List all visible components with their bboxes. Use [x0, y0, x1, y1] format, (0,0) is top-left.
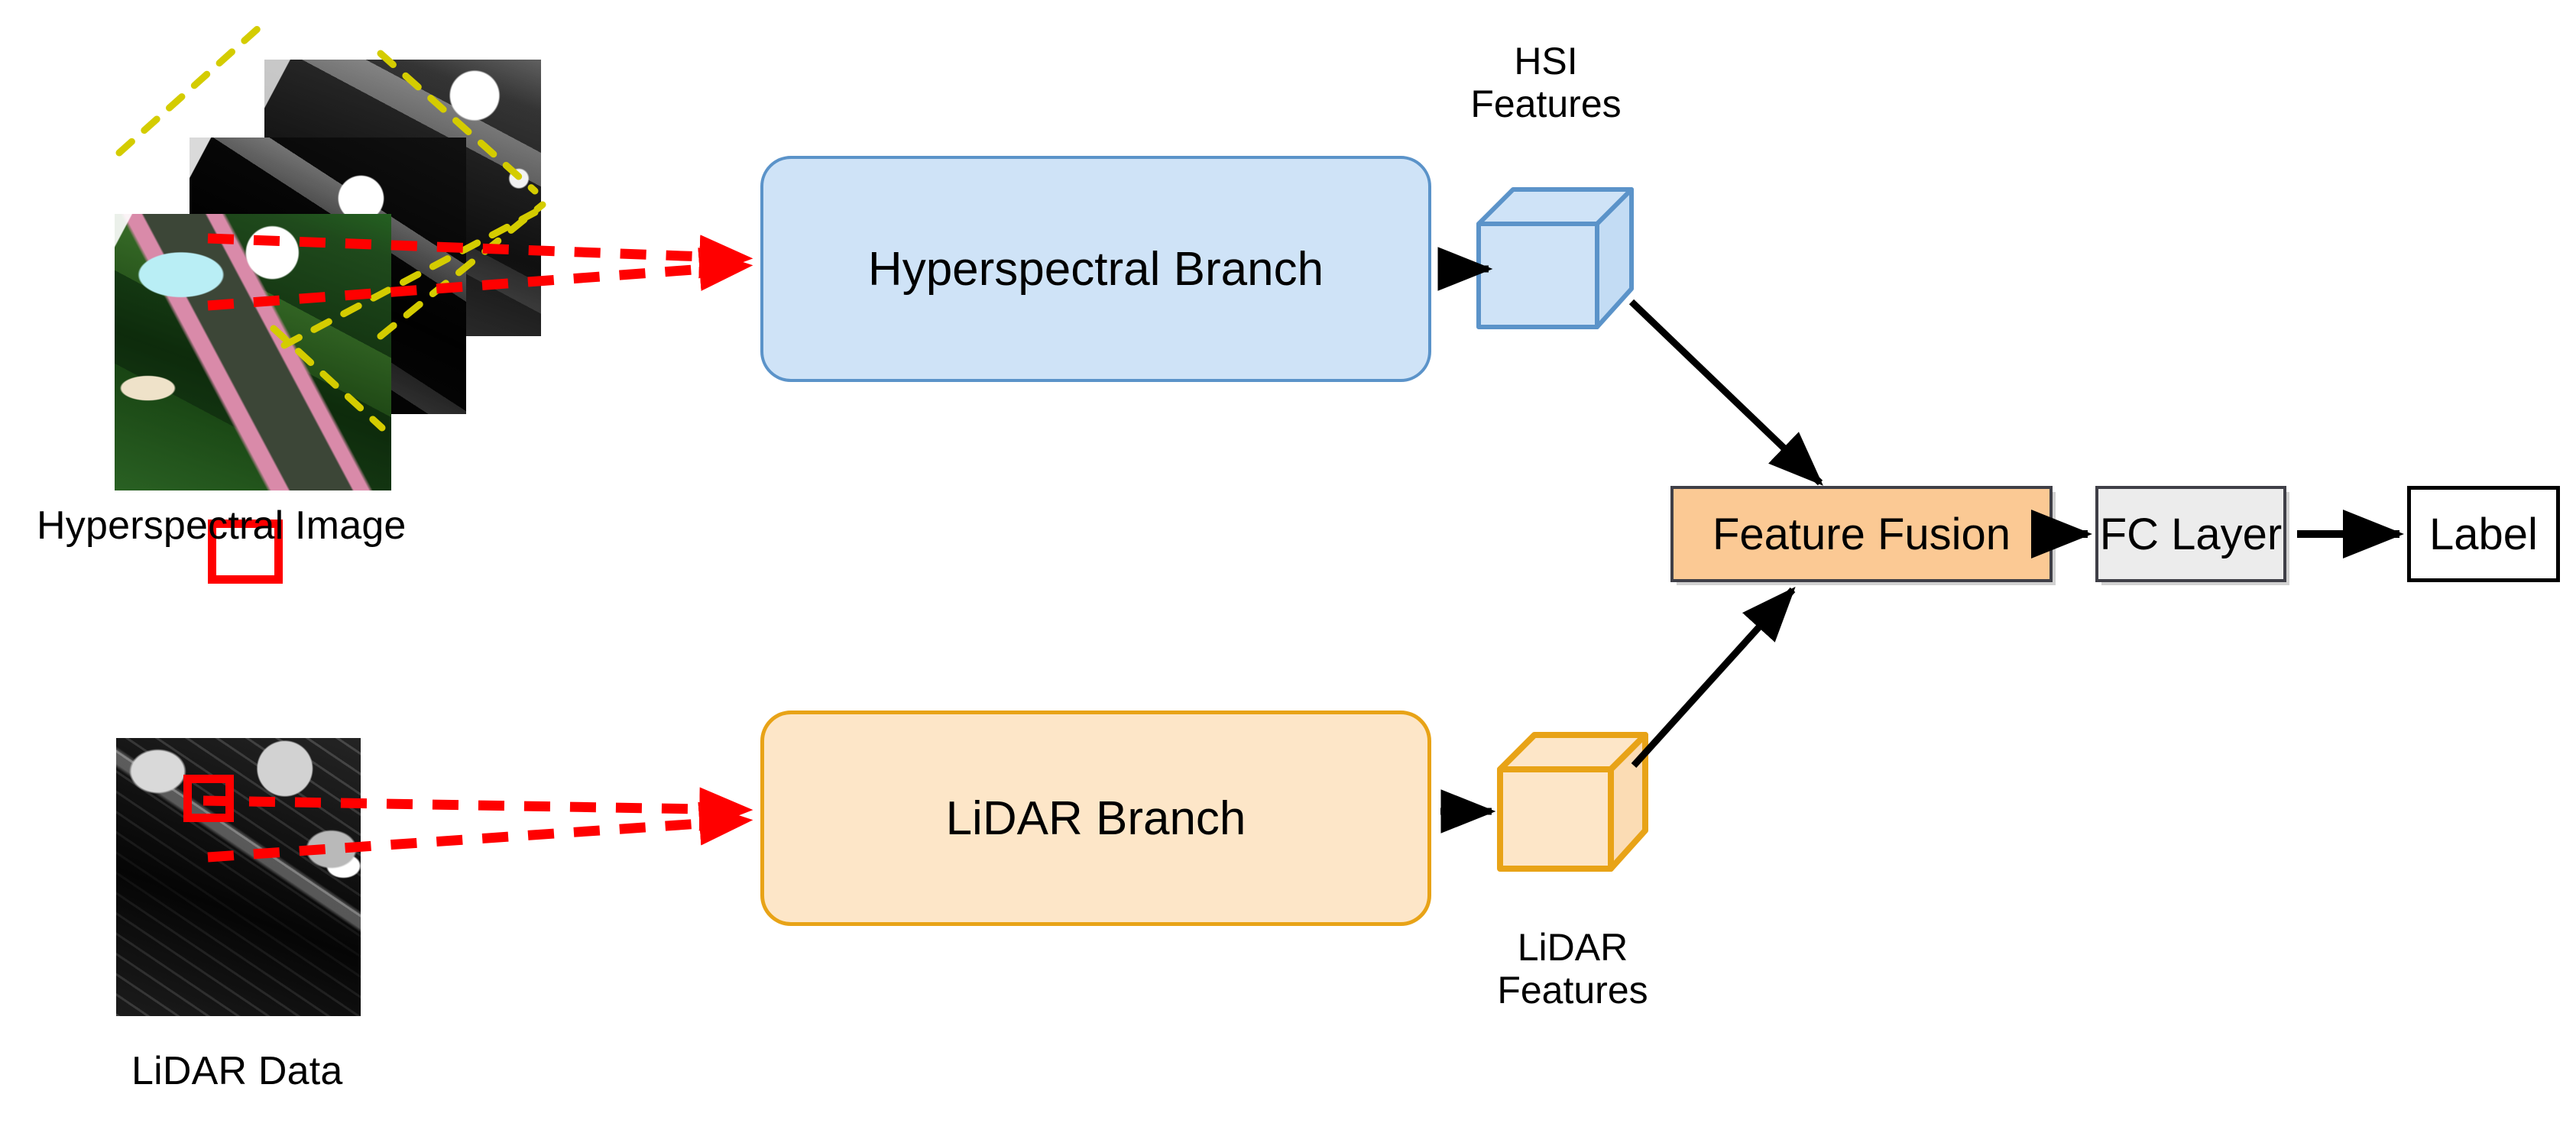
lidar-data-caption: LiDAR Data	[131, 1049, 343, 1093]
hsi-features-label-line1: HSI	[1514, 40, 1578, 83]
lidar-features-label: LiDAR Features	[1481, 926, 1664, 1012]
lidar-features-label-line2: Features	[1497, 969, 1648, 1012]
feature-fusion-box[interactable]: Feature Fusion	[1670, 486, 2053, 582]
feature-fusion-label: Feature Fusion	[1712, 509, 2011, 559]
hsi-cube-to-fusion-arrow	[1628, 299, 1823, 486]
fc-layer-label: FC Layer	[2099, 509, 2283, 559]
lidar-features-cube-icon	[1496, 727, 1657, 880]
hyperspectral-branch-box[interactable]: Hyperspectral Branch	[760, 156, 1431, 382]
hsi-patch-highlight-box	[208, 520, 283, 584]
fc-layer-box[interactable]: FC Layer	[2095, 486, 2286, 582]
lidar-data-image	[116, 738, 361, 1016]
output-label-text: Label	[2429, 509, 2538, 559]
lidar-branch-label: LiDAR Branch	[945, 791, 1246, 845]
hyperspectral-image-caption: Hyperspectral Image	[37, 503, 407, 548]
lidar-features-label-line1: LiDAR	[1517, 926, 1628, 969]
hsi-features-cube-icon	[1475, 182, 1635, 335]
lidar-branch-box[interactable]: LiDAR Branch	[760, 711, 1431, 926]
hyperspectral-image-stack	[115, 14, 604, 584]
hsi-features-label-line2: Features	[1470, 83, 1622, 125]
lidar-cube-to-fusion-arrow	[1631, 586, 1796, 769]
lidar-patch-highlight-box	[183, 775, 234, 822]
output-label-box[interactable]: Label	[2407, 486, 2560, 582]
hsi-band-plane-front	[115, 214, 391, 584]
hsi-features-label: HSI Features	[1458, 40, 1634, 125]
hyperspectral-branch-label: Hyperspectral Branch	[867, 242, 1324, 296]
